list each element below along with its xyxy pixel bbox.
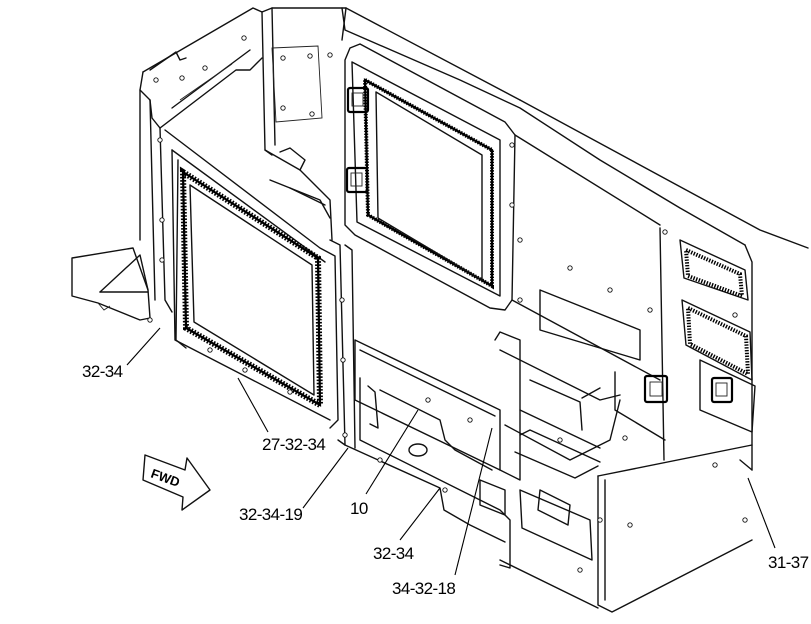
callout-10: 10 bbox=[350, 499, 368, 518]
callout-27-32-34: 27-32-34 bbox=[262, 435, 325, 454]
fasteners bbox=[147, 35, 748, 573]
left-screen-panel bbox=[164, 129, 339, 429]
wedge-bracket bbox=[71, 247, 151, 321]
leader-c4 bbox=[365, 409, 419, 495]
callout-32-34-bottom: 32-34 bbox=[373, 544, 414, 563]
leader-c7 bbox=[747, 477, 776, 549]
callout-32-34-19: 32-34-19 bbox=[239, 505, 302, 524]
leader-c3 bbox=[302, 447, 349, 509]
fwd-arrow-shape bbox=[142, 454, 211, 511]
center-post bbox=[264, 147, 356, 449]
callout-32-34-left: 32-34 bbox=[82, 362, 123, 381]
leader-c1 bbox=[126, 327, 161, 366]
fwd-arrow: FWD bbox=[142, 454, 211, 511]
callout-31-37: 31-37 bbox=[768, 553, 809, 572]
leader-c5 bbox=[399, 487, 441, 541]
right-upper-panels bbox=[511, 134, 756, 441]
door-window bbox=[344, 43, 516, 311]
upper-frame bbox=[139, 7, 809, 471]
leader-lines bbox=[126, 327, 776, 576]
callout-labels: 32-34 27-32-34 32-34-19 10 32-34 34-32-1… bbox=[82, 362, 809, 598]
leader-c6 bbox=[454, 427, 493, 576]
leader-c2 bbox=[237, 377, 269, 433]
callout-34-32-18: 34-32-18 bbox=[392, 579, 455, 598]
fwd-arrow-label: FWD bbox=[149, 466, 182, 490]
lower-body bbox=[344, 331, 753, 613]
